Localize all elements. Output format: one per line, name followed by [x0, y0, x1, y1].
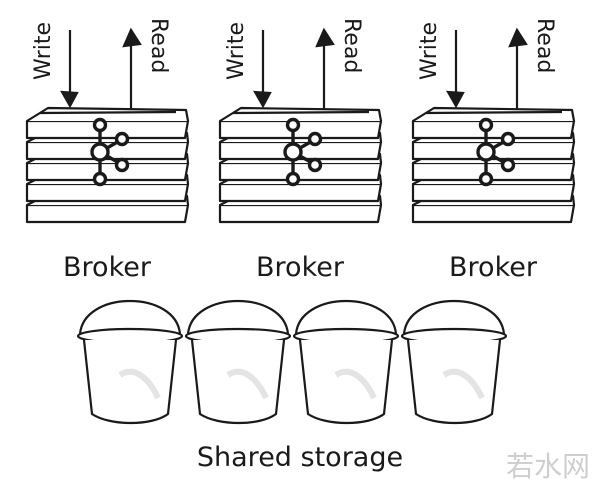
broker-label: Broker [63, 252, 152, 283]
write-label: Write [224, 22, 249, 80]
broker-label: Broker [256, 252, 345, 283]
read-arrow [315, 27, 335, 112]
kafka-logo-icon [476, 117, 516, 187]
bucket-icon [76, 299, 184, 425]
write-label: Write [31, 22, 56, 80]
bucket-4 [400, 299, 508, 425]
write-label: Write [417, 22, 442, 80]
broker-stack [411, 106, 576, 224]
watermark: 若水网 [506, 450, 590, 483]
kafka-logo-icon [283, 117, 323, 187]
read-label: Read [532, 18, 557, 73]
read-arrow [508, 27, 528, 112]
broker-stack [218, 106, 383, 224]
write-arrow [446, 30, 465, 109]
broker-1: Write Read Broker [25, 18, 190, 283]
read-label: Read [339, 18, 364, 73]
bucket-icon [184, 299, 292, 425]
bucket-icon [400, 299, 508, 425]
kafka-logo-icon [90, 117, 130, 187]
bucket-1 [76, 299, 184, 425]
write-arrow [253, 30, 272, 109]
broker-3: Write Read Broker [411, 18, 576, 283]
read-arrow [122, 27, 142, 112]
write-arrow [60, 30, 79, 109]
broker-2: Write Read Broker [218, 18, 383, 283]
bucket-3 [292, 299, 400, 425]
bucket-2 [184, 299, 292, 425]
shared-storage-label: Shared storage [197, 442, 403, 473]
broker-stack [25, 106, 190, 224]
read-label: Read [146, 18, 171, 73]
broker-label: Broker [449, 252, 538, 283]
bucket-icon [292, 299, 400, 425]
